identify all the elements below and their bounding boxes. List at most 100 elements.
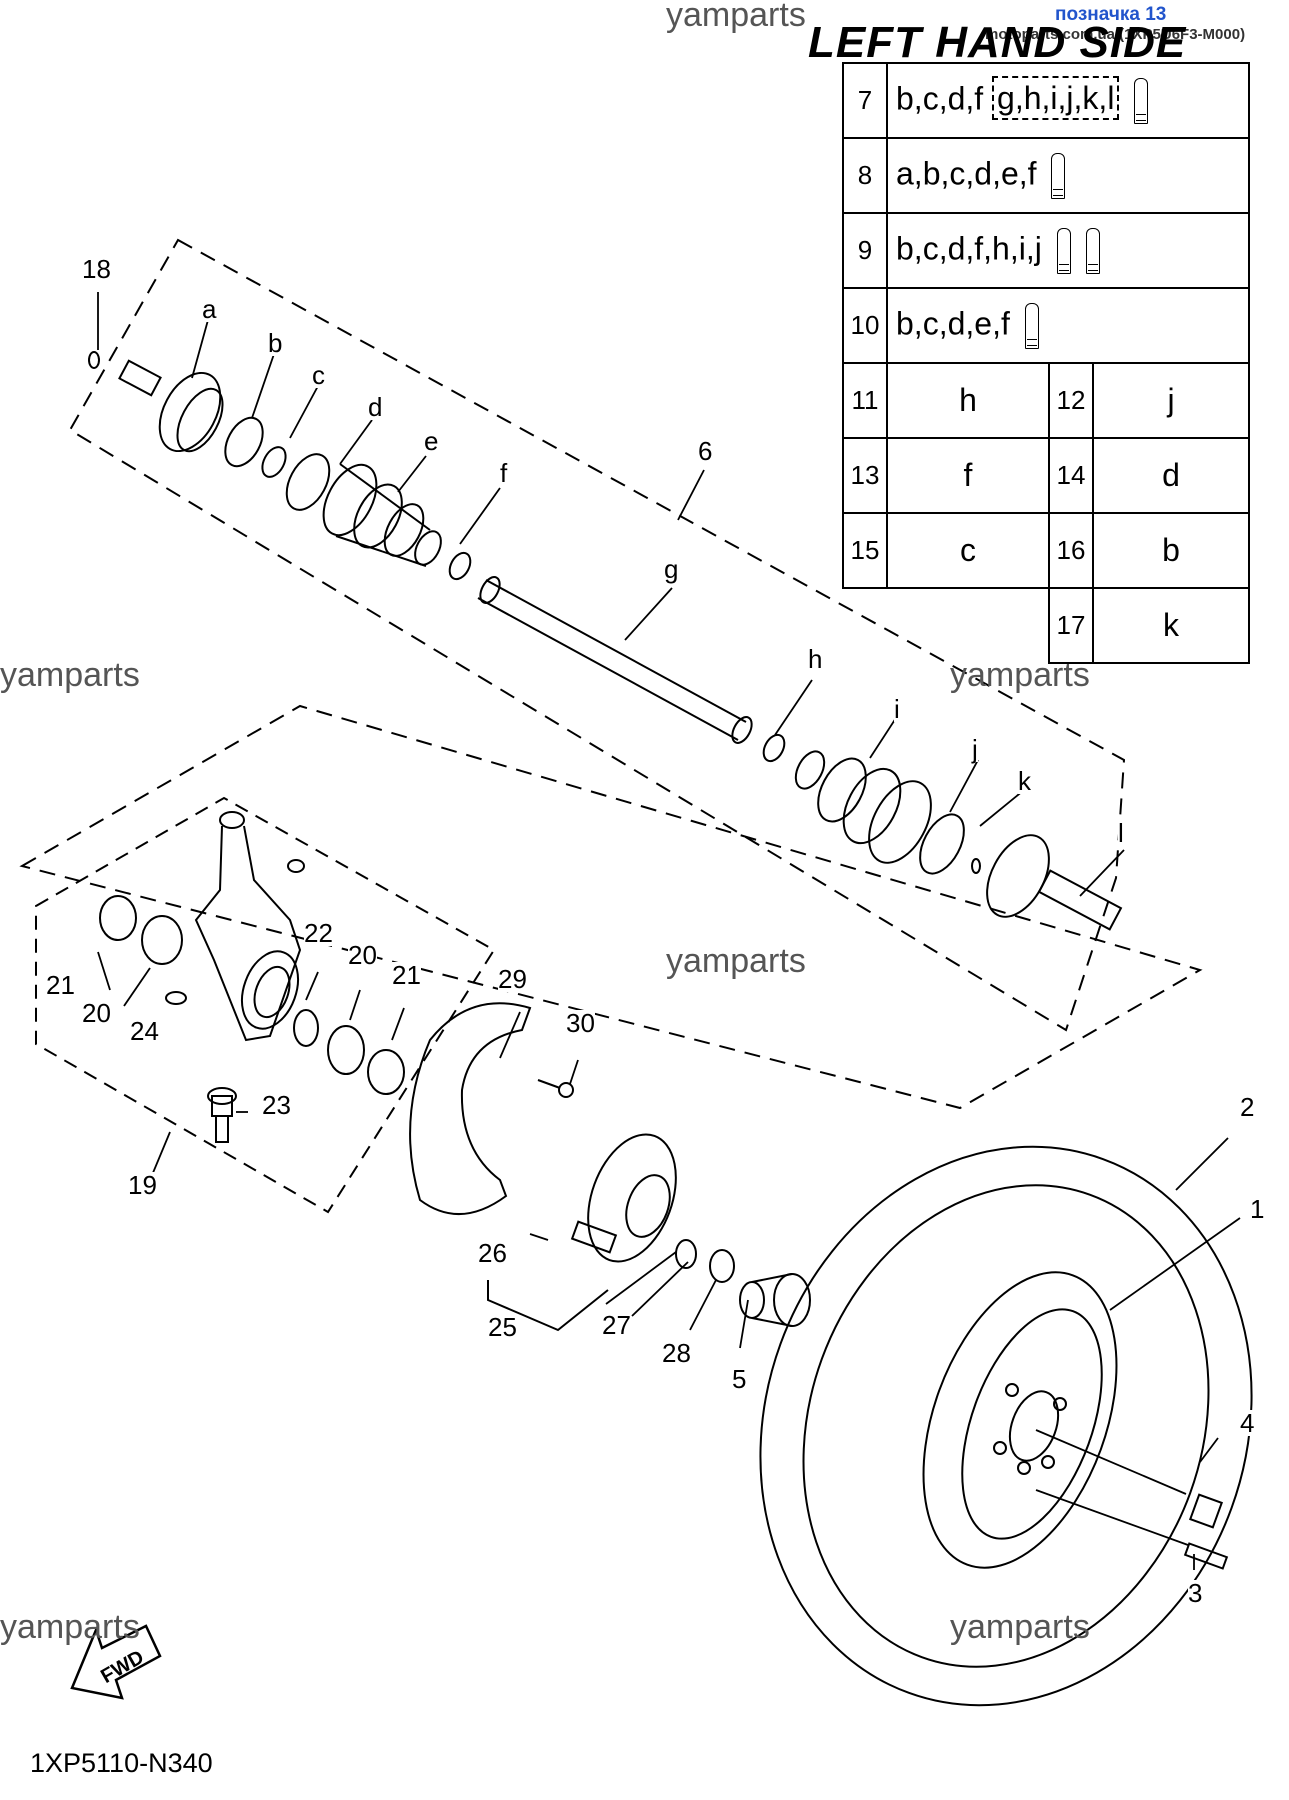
callout-20a: 20 [348, 940, 377, 970]
legend-empty [843, 588, 887, 663]
legend-number: 17 [1048, 587, 1094, 664]
callout-29: 29 [498, 964, 527, 994]
callout-21a: 21 [392, 960, 421, 990]
callout-d: d [368, 392, 383, 422]
watermark: yamparts [0, 1608, 140, 1646]
legend-boxed-codes: g,h,i,j,k,l [992, 75, 1120, 120]
grease-tube-icon [1024, 302, 1039, 349]
legend-number: 9 [842, 212, 888, 289]
part-b-circlip [224, 416, 264, 468]
part-20-bearing-left [141, 915, 183, 965]
part-18-circlip [88, 351, 100, 369]
diagram-code: 1XP5110-N340 [30, 1748, 213, 1778]
legend-letter: d [1092, 437, 1250, 514]
callout-21b: 21 [46, 970, 75, 1000]
part-27-washer [675, 1239, 697, 1269]
legend-empty [887, 588, 1050, 663]
legend-pair-row: 15 c 16 b [842, 512, 1250, 589]
legend-letter: b [1092, 512, 1250, 589]
callout-f: f [500, 458, 508, 488]
part-k-circlip [971, 858, 981, 874]
part-a-outer-cv-joint [118, 359, 224, 453]
watermark: yamparts [0, 656, 140, 694]
legend-pair-row: 17 k [843, 587, 1250, 664]
legend-row: 7 b,c,d,f g,h,i,j,k,l [842, 62, 1250, 139]
knuckle-assembly-outline [19, 704, 1203, 1110]
callout-19: 19 [128, 1170, 157, 1200]
part-22-circlip [293, 1009, 319, 1047]
steering-knuckle [194, 811, 305, 1042]
callout-26: 26 [478, 1238, 507, 1268]
callout-b: b [268, 328, 283, 358]
legend-letter: c [886, 512, 1050, 589]
grease-tube-icon [1051, 152, 1066, 199]
legend-codes: b,c,d,e,f [886, 287, 1250, 364]
callout-2: 2 [1240, 1092, 1255, 1122]
legend-number: 13 [842, 437, 888, 514]
legend-number: 7 [842, 62, 888, 139]
shaft-assembly-outline [68, 238, 1126, 1032]
callout-23: 23 [262, 1090, 291, 1120]
part-l-inner-joint [986, 834, 1123, 931]
part-4-wheel-nut [1188, 1493, 1224, 1529]
kit-legend-table: 7 b,c,d,f g,h,i,j,k,l 8 a,b,c,d,e,f 9 b,… [842, 62, 1250, 664]
part-2-tire [759, 1145, 1253, 1707]
legend-number: 11 [842, 362, 888, 439]
legend-codes-text: b,c,d,f [896, 79, 984, 116]
callout-1: 1 [1250, 1194, 1265, 1224]
legend-letter: f [886, 437, 1050, 514]
part-21-oil-seal-right [367, 1049, 405, 1095]
part-29-brake-disc [409, 1002, 532, 1216]
legend-codes-text: a,b,c,d,e,f [896, 154, 1037, 191]
legend-number: 15 [842, 512, 888, 589]
callout-j: j [972, 734, 978, 764]
part-23-ball-joint [207, 1087, 237, 1143]
page-title: LEFT HAND SIDE [808, 18, 1187, 67]
watermark: yamparts [666, 0, 806, 34]
legend-number: 8 [842, 137, 888, 214]
part-3-valve [1183, 1542, 1229, 1570]
part-g-shaft [477, 576, 753, 744]
site-label: motoparts.com.ua (1XP5U6F3-M000) [985, 26, 1246, 43]
part-i-boot [794, 750, 932, 864]
callout-25: 25 [488, 1312, 517, 1342]
legend-codes: a,b,c,d,e,f [886, 137, 1250, 214]
marker-label: позначка 13 [1055, 4, 1167, 25]
callout-k: k [1018, 766, 1031, 796]
legend-letter: k [1092, 587, 1250, 664]
callout-27: 27 [602, 1310, 631, 1340]
part-24-circlip [165, 991, 187, 1005]
part-h-boot-band [762, 733, 786, 763]
bracket-25 [487, 1280, 609, 1332]
bearing-group-outline [35, 796, 496, 1214]
legend-number: 16 [1048, 512, 1094, 589]
legend-letter: j [1092, 362, 1250, 439]
watermark: yamparts [666, 942, 806, 980]
fwd-arrow [70, 1624, 162, 1700]
legend-codes-text: b,c,d,f,h,i,j [896, 229, 1042, 266]
callout-h: h [808, 644, 823, 674]
callout-20b: 20 [82, 998, 111, 1028]
legend-codes-text: b,c,d,e,f [896, 304, 1010, 341]
legend-codes: b,c,d,f,h,i,j [886, 212, 1250, 289]
part-f-boot-band [448, 551, 472, 581]
callout-4: 4 [1240, 1408, 1255, 1438]
callout-c: c [312, 360, 325, 390]
part-c-circlip [261, 446, 287, 478]
callout-e: e [424, 426, 439, 456]
legend-row: 8 a,b,c,d,e,f [842, 137, 1250, 214]
callout-l: l [1118, 818, 1124, 848]
callout-24: 24 [130, 1016, 159, 1046]
part-j-boot-band [919, 813, 965, 875]
legend-number: 12 [1048, 362, 1094, 439]
part-e-boot [322, 463, 442, 567]
callout-3: 3 [1188, 1578, 1203, 1608]
leader-lines [97, 292, 1241, 1570]
part-20-bearing-right [327, 1025, 365, 1075]
watermark: yamparts [950, 1608, 1090, 1646]
callout-a: a [202, 294, 217, 324]
part-5-hub-cap [739, 1273, 811, 1327]
legend-number: 10 [842, 287, 888, 364]
callout-28: 28 [662, 1338, 691, 1368]
part-21-oil-seal-left [99, 895, 137, 941]
